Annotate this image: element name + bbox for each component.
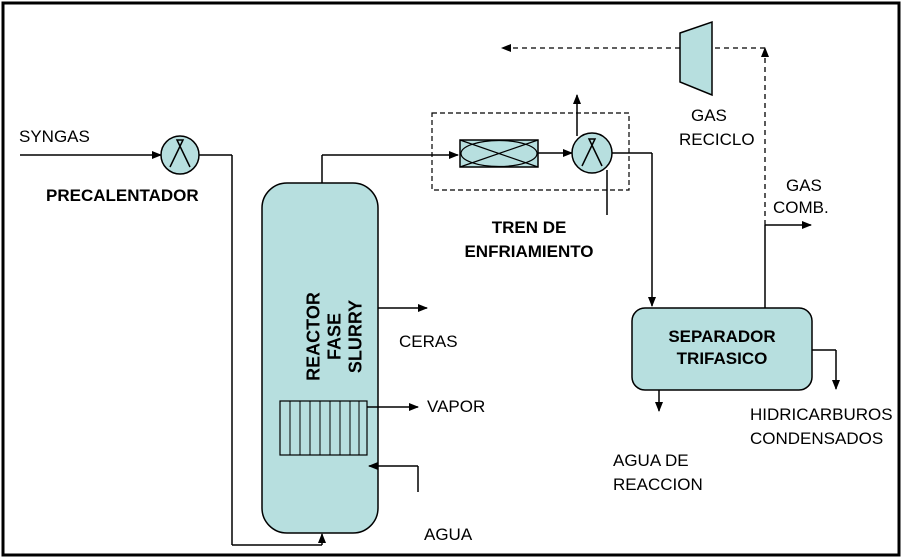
tren-label-line2: ENFRIAMIENTO [464,242,594,261]
ceras-label: CERAS [399,332,458,351]
hidrocarburos-line2: CONDENSADOS [750,429,884,448]
heat-exchanger-icon [459,139,539,168]
agua-label: AGUA [424,525,473,544]
gas-reciclo-line1: GAS [691,106,727,125]
three-phase-separator [631,307,813,391]
agua-reaccion-line1: AGUA DE [613,451,689,470]
reactor-label: REACTOR FASE SLURRY [304,232,367,442]
preheater-icon [160,135,200,175]
gas-comb-label: GAS COMB. [773,175,829,219]
tren-label-line1: TREN DE [491,218,567,237]
gas-reciclo-line2: RECICLO [679,130,755,149]
separador-label: SEPARADOR TRIFASICO [640,326,804,370]
reactor-label-line2: FASE [324,313,345,361]
separador-line2: TRIFASICO [676,349,768,368]
hidrocarburos-line1: HIDRICARBUROS [750,405,893,424]
cooling-train-box [431,112,630,191]
agua-reaccion-label: AGUA DE REACCION [613,449,703,497]
syngas-label: SYNGAS [19,127,90,146]
gas-reciclo-label: GAS RECICLO [679,104,755,152]
separador-line1: SEPARADOR [668,327,776,346]
gas-comb-line1: GAS [786,176,822,195]
precalentador-label: PRECALENTADOR [46,186,199,205]
reactor-label-line3: SLURRY [345,299,366,374]
gas-comb-line2: COMB. [773,198,829,217]
compressor-icon [679,20,713,97]
cooling-coil-bundle [279,400,368,456]
reactor-label-line1: REACTOR [303,292,324,381]
vapor-label: VAPOR [427,397,486,416]
slurry-reactor [261,182,379,534]
tren-enfriamiento-label: TREN DE ENFRIAMIENTO [454,216,604,264]
hidrocarburos-label: HIDRICARBUROS CONDENSADOS [750,403,893,451]
agua-reaccion-line2: REACCION [613,475,703,494]
